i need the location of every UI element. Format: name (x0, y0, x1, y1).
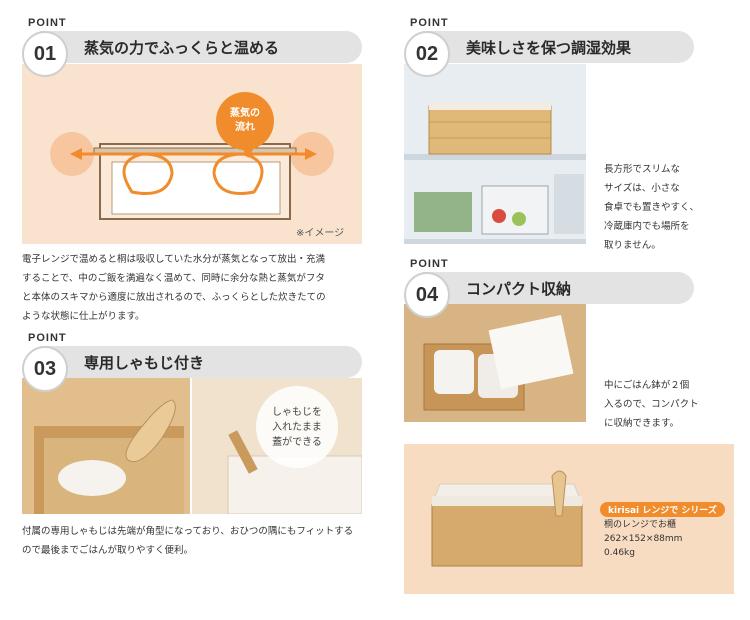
title-bar-02 (422, 31, 694, 63)
steam-diagram (50, 132, 334, 220)
image-note: ※イメージ (296, 228, 345, 239)
product-illustration (431, 470, 583, 567)
fridge-photo (404, 64, 586, 244)
title-bar-04 (422, 272, 694, 304)
section-04-side-text: 中にごはん鉢が２個 入るので、コンパクト に収納できます。 (604, 380, 699, 429)
rice-paddle-photo (22, 378, 190, 514)
steam-flow-bubble: 蒸気の流れ (216, 92, 274, 158)
point-label-03: POINT (28, 332, 67, 344)
paddle-illustration (22, 378, 190, 514)
title-bar-03 (40, 346, 362, 378)
series-panel (404, 444, 734, 594)
point-label-02: POINT (410, 17, 449, 29)
section-01-body: 電子レンジで温めると桐は吸収していた水分が蒸気となって放出・充満 することで、中… (22, 254, 326, 322)
fridge-illustration (404, 64, 586, 244)
section-title-01: 蒸気の力でふっくらと温める (84, 39, 280, 57)
section-title-04: コンパクト収納 (466, 280, 572, 298)
storage-illustration (404, 304, 586, 422)
point-number-03: 03 (22, 346, 68, 392)
series-tag: kirisai レンジで シリーズ (600, 502, 725, 517)
point-number-01: 01 (22, 31, 68, 77)
point-number-04: 04 (404, 272, 450, 318)
section-03-body: 付属の専用しゃもじは先端が角型になっており、おひつの隅にもフィットする ので最後… (22, 526, 354, 556)
section-02-side-text: 長方形でスリムな サイズは、小さな 食卓でも置きやすく、 冷蔵庫内でも場所を 取… (604, 164, 700, 251)
point-label-01: POINT (28, 17, 67, 29)
series-details: 桐のレンジでお櫃 262×152×88mm 0.46kg (604, 520, 683, 558)
section-title-03: 専用しゃもじ付き (84, 354, 205, 372)
point-number-02: 02 (404, 31, 450, 77)
section-title-02: 美味しさを保つ調湿効果 (466, 39, 632, 57)
steam-illustration (22, 64, 362, 244)
title-bar-01 (40, 31, 362, 63)
lid-note-bubble: しゃもじを入れたまま蓋ができる (256, 386, 338, 468)
storage-photo (404, 304, 586, 422)
point-label-04: POINT (410, 258, 449, 270)
